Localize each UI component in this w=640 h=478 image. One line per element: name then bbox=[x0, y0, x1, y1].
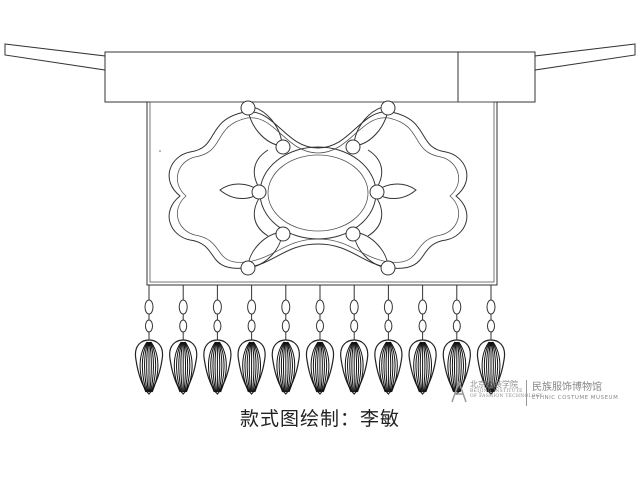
museum-title: 民族服饰博物馆 bbox=[532, 382, 602, 393]
institute-title: 北京服装学院 bbox=[470, 380, 518, 389]
drawing-credit-caption: 款式图绘制：李敏 bbox=[239, 408, 400, 430]
tassel bbox=[374, 285, 403, 395]
tassel bbox=[237, 285, 266, 395]
tassel-row bbox=[134, 285, 506, 395]
institute-subtitle-2: OF FASHION TECHNOLOGY bbox=[470, 394, 543, 399]
watermark-divider bbox=[526, 380, 527, 406]
tassel bbox=[203, 285, 232, 395]
institute-subtitle-1: BEIJING INSTITUTE bbox=[470, 389, 523, 394]
museum-name: 民族服饰博物馆 ETHNIC COSTUME MUSEUM bbox=[532, 382, 618, 402]
tassel bbox=[169, 285, 198, 395]
tassel bbox=[442, 285, 471, 395]
tassel bbox=[271, 285, 300, 395]
institute-logo-icon bbox=[451, 380, 467, 403]
waistband bbox=[4, 43, 636, 103]
museum-subtitle: ETHNIC COSTUME MUSEUM bbox=[532, 395, 619, 401]
embroidery-motif bbox=[168, 100, 468, 276]
museum-watermark: 北京服装学院 BEIJING INSTITUTE OF FASHION TECH… bbox=[450, 378, 630, 410]
institute-name: 北京服装学院 BEIJING INSTITUTE OF FASHION TECH… bbox=[470, 380, 543, 399]
tassel bbox=[340, 285, 369, 395]
tassel bbox=[476, 285, 506, 395]
tassel bbox=[305, 285, 335, 395]
tassel bbox=[134, 285, 164, 395]
apron-panel bbox=[146, 101, 498, 286]
tassel bbox=[408, 285, 437, 395]
